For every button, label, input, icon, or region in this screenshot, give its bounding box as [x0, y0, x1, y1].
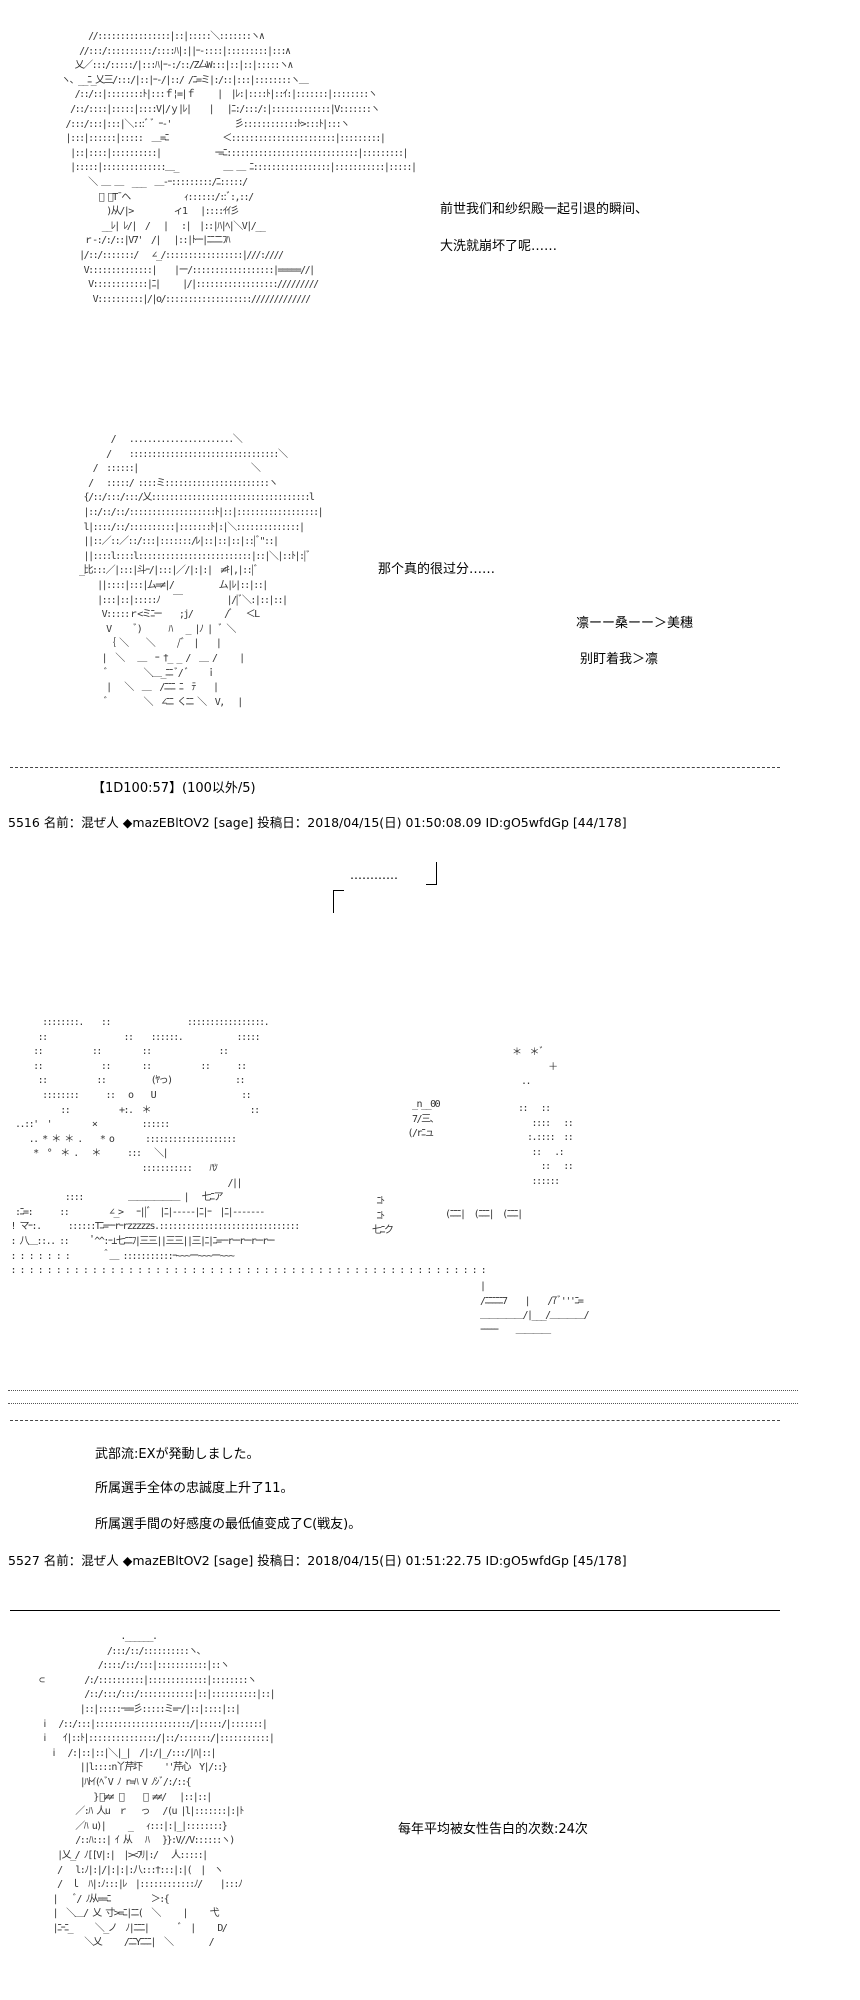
dialogue-line: 每年平均被女性告白的次数:24次	[398, 1822, 588, 1837]
section-divider	[10, 1420, 780, 1421]
ascii-art-scene: ::::::::. :: :::::::::::::::::. :: :: ::…	[10, 1017, 487, 1277]
post-header: 5527 名前：混ぜ人 ◆mazEBltOV2 [sage] 投稿日：2018/…	[8, 1553, 627, 1568]
bracket-top-right	[426, 862, 437, 885]
ground-dots	[8, 1390, 798, 1391]
post-header: 5516 名前：混ぜ人 ◆mazEBltOV2 [sage] 投稿日：2018/…	[8, 815, 627, 830]
system-message: 武部流:EXが発動しました。	[95, 1447, 260, 1462]
section-divider	[10, 1610, 780, 1611]
dialogue-line: 那个真的很过分……	[378, 562, 496, 577]
ellipsis-text: …………	[350, 868, 398, 882]
dialogue-line: 大洗就崩坏了呢……	[440, 239, 558, 254]
ground-dots	[8, 1403, 798, 1404]
ascii-tent: _n__00 7/三、 (/rﾆュ	[407, 1099, 441, 1140]
ascii-art-character-3: .______. /:::/::/::::::::::ヽ､ /::::/::/:…	[39, 1631, 276, 1949]
ascii-stars: ＊ ＊ﾞ ＋ ..	[512, 1047, 558, 1088]
dialogue-line: 前世我们和纱织殿一起引退的瞬间、	[440, 202, 649, 217]
ascii-art-character-1: //::::::::::::::::|::|:::::＼:::::::ヽ∧ //…	[61, 31, 417, 305]
dialogue-line: 别盯着我＞凛	[580, 652, 659, 667]
system-message: 所属選手全体の忠誠度上升了11。	[95, 1481, 294, 1496]
section-divider	[10, 767, 780, 768]
ascii-art-character-2: / .......................＼ / :::::::::::…	[79, 434, 324, 708]
ascii-boxes: (ﾆﾆﾆ| (ﾆﾆﾆ| (ﾆﾆﾆ|	[445, 1209, 523, 1220]
dialogue-line: 凛ーー桑ーー＞美穗	[576, 616, 694, 631]
system-message: 所属選手間の好感度の最低値变成了C(戦友)。	[95, 1517, 362, 1532]
ascii-bars: | /ﾆﾆﾆﾆﾆ7 | /7ﾞ'''ﾆ= ＿＿＿＿＿/|___/＿＿＿＿/ ｰｰ…	[480, 1281, 590, 1336]
bracket-bottom-left	[333, 890, 344, 913]
ascii-sign: ﾆﾄ ﾆﾄ 七ﾆク	[372, 1196, 394, 1237]
ascii-circle: :: :: :::: :: :.:::: :: :: .: :: :: ::::…	[518, 1103, 574, 1187]
dice-roll-result: 【1D100:57】(100以外/5)	[92, 781, 256, 796]
